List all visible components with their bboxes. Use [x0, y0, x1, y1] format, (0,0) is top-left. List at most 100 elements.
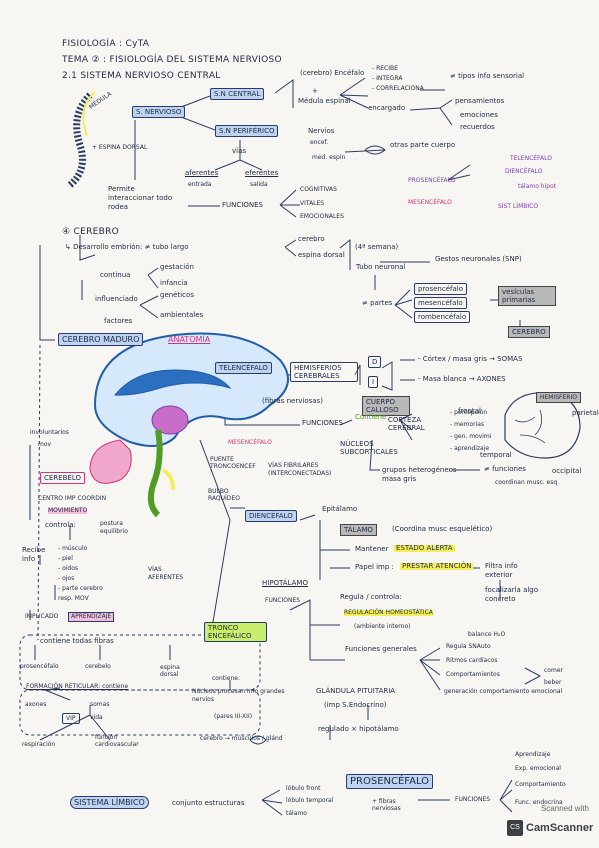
- ambientales: ambientales: [160, 311, 204, 319]
- talamo-desc: (Coordina musc esquelético): [392, 525, 493, 533]
- regula-sn: Regula SNAuto: [446, 643, 491, 650]
- hemisferios-box: HEMISFERIOS CEREBRALES: [290, 362, 358, 382]
- prosencefalo-box: prosencéfalo: [414, 283, 467, 295]
- respiracion: respiración: [22, 741, 56, 748]
- talamo-bottom: tálamo: [286, 810, 307, 817]
- grupos-heterogeneos: grupos heterogéneos masa gris: [382, 466, 457, 484]
- influenciado: influenciado: [95, 295, 138, 303]
- cuerpo-calloso-box: CUERPO CALLOSO: [362, 396, 410, 416]
- vida: vida: [90, 714, 103, 721]
- glandula: GLÁNDULA PITUITARIA: [316, 687, 396, 695]
- postura: postura equilibrio: [100, 520, 128, 535]
- imp-endocrino: (imp S.Endocrino): [324, 701, 387, 709]
- emociones: emociones: [460, 111, 498, 119]
- resp-mov: resp. MOV: [58, 595, 89, 602]
- cortex: - Córtex / masa gris → SOMAS: [418, 355, 523, 363]
- medula-espinal: Médula espinal: [298, 97, 351, 105]
- infancia: infancia: [160, 279, 188, 287]
- mesencefalo-top: MESENCÉFALO: [408, 199, 452, 206]
- factores: factores: [104, 317, 133, 325]
- func-endocrina: Func. endocrina: [515, 799, 563, 806]
- parietal: parietal: [572, 409, 599, 417]
- vitales: VITALES: [300, 200, 325, 207]
- cerebro-encefalo: (cerebro) Encéfalo: [300, 69, 365, 77]
- hemisphere-drawing: [504, 392, 581, 459]
- axones: axones: [25, 701, 47, 708]
- permite: Permite interaccionar todo rodea: [108, 185, 173, 212]
- cerebro-title: ④ CEREBRO: [62, 227, 120, 237]
- correlaciona: - CORRELACIONA: [372, 85, 424, 92]
- beber: beber: [544, 679, 562, 686]
- piel: - piel: [58, 555, 73, 562]
- puente-label: PUENTE TRONCOENCEF: [210, 456, 256, 471]
- implicado: IMPLICADO: [25, 613, 59, 620]
- emocionales: EMOCIONALES: [300, 213, 344, 220]
- contiene-fibras: contiene todas fibras: [40, 637, 114, 645]
- cognitivas: COGNITIVAS: [300, 186, 337, 193]
- regula-controla: Regula / controla:: [340, 593, 402, 601]
- focalizarla: focalizarla algo concreto: [485, 586, 539, 604]
- tipos-info: ≠ tipos info sensorial: [450, 72, 525, 80]
- oidos: - oídos: [58, 565, 79, 572]
- aprendizaje-tel: - aprendizaje: [450, 445, 490, 452]
- ritmos: Ritmos cardíacos: [446, 657, 498, 664]
- hemisferio-label: HEMISFERIO: [536, 392, 581, 403]
- frontal: frontal: [458, 407, 481, 415]
- epitalamo: Epitálamo: [322, 505, 358, 513]
- entrada: entrada: [188, 181, 212, 188]
- prosencefalo-bottom-box: PROSENCÉFALO: [346, 774, 434, 789]
- sist-limbico-top: SIST LÍMBICO: [498, 203, 539, 210]
- camscanner-watermark: Scanned with CS CamScanner: [507, 804, 593, 838]
- spine-drawing: [67, 91, 96, 188]
- papel-imp: Papel imp :: [355, 563, 394, 571]
- pares: (pares III-XII): [214, 713, 253, 720]
- nucleos-procesan: Núcleos procesan info grandes nervios: [192, 688, 285, 703]
- recibe-info: Recibe info: [22, 546, 46, 564]
- exp-emocional: Exp. emocional: [515, 765, 561, 772]
- cerebro-musculos: cerebro → músculos / glánd: [200, 735, 283, 742]
- mesencefalo-box: mesencéfalo: [414, 297, 467, 309]
- desarrollo: ↳ Desarrollo embrión: ≠ tubo largo: [65, 243, 189, 251]
- funciones-generales: Funciones generales: [345, 645, 417, 653]
- i-box: I: [368, 376, 379, 388]
- ambiente-interno: (ambiente interno): [354, 623, 411, 630]
- comer: comer: [544, 667, 563, 674]
- centro-coord: CENTRO IMP COORDIN: [38, 495, 107, 502]
- musculo: - músculo: [58, 545, 88, 552]
- rombencefalo-box: rombencéfalo: [414, 311, 471, 323]
- gestos-neuronales: Gestos neuronales (SNP): [435, 255, 522, 263]
- scanned-with-text: Scanned with: [540, 804, 589, 813]
- diencefalo-top: DIENCÉFALO: [505, 168, 543, 175]
- memorias: - memorias: [450, 421, 485, 428]
- masa-blanca: - Masa blanca → AXONES: [418, 375, 506, 383]
- cerebro-box: CEREBRO: [508, 326, 550, 338]
- prosencefalo-top: PROSENCÉFALO: [408, 177, 456, 184]
- bulbo-label: BULBO RAQUÍDEO: [208, 488, 240, 503]
- comportamiento: Comportamiento: [515, 781, 566, 788]
- fibras-bottom: + fibras nerviosas: [372, 798, 401, 813]
- continua: continua: [100, 271, 131, 279]
- funciones-bottom: FUNCIONES: [455, 796, 491, 803]
- contiene-tronco: contiene:: [212, 675, 240, 682]
- ojos: - ojos: [58, 575, 75, 582]
- vias: vías: [232, 147, 247, 155]
- topic-title: TEMA ② : FISIOLOGÍA DEL SISTEMA NERVIOSO: [62, 55, 282, 65]
- estado-alerta: ESTADO ALERTA: [394, 544, 455, 552]
- cerebelo-box: CEREBELO: [40, 472, 85, 484]
- coordinan: coordinan musc. esq: [495, 479, 558, 486]
- cerebro-maduro-box: CEREBRO MADURO: [58, 333, 144, 346]
- salida: salida: [250, 181, 268, 188]
- d-box: D: [368, 356, 382, 368]
- brain-diagram: [89, 332, 289, 641]
- encargado: encargado: [368, 104, 406, 112]
- camscanner-brand: CamScanner: [526, 822, 594, 834]
- s-nervioso-box: S. NERVIOSO: [132, 106, 186, 118]
- hipotalamo: HIPOTÁLAMO: [262, 579, 308, 587]
- funciones-hip: FUNCIONES: [265, 597, 301, 604]
- telencefalo-top: TELENCÉFALO: [510, 155, 552, 162]
- pensamientos: pensamientos: [455, 97, 505, 105]
- aferentes: aferentes: [185, 169, 219, 177]
- tubo-neuronal: Tubo neuronal: [356, 263, 406, 271]
- talamo-hipot: tálamo hipot: [518, 183, 557, 190]
